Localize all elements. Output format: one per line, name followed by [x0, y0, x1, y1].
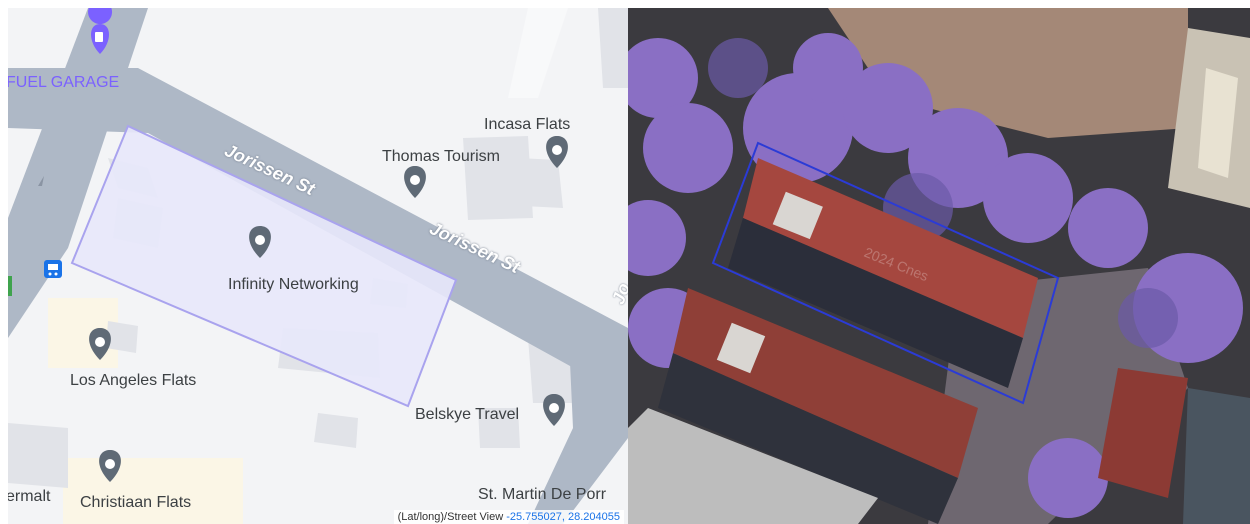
bus-stop-icon[interactable] [44, 260, 62, 278]
coordinates-value[interactable]: -25.755027, 28.204055 [506, 511, 620, 523]
satellite-canvas [628, 8, 1250, 524]
one-way-arrow-icon [38, 176, 44, 186]
location-pin-icon[interactable] [546, 136, 568, 168]
fuel-pin-icon[interactable] [88, 8, 113, 54]
place-label-thomas-tourism[interactable]: Thomas Tourism [382, 148, 500, 165]
location-pin-icon[interactable] [89, 328, 111, 360]
roads [8, 8, 628, 524]
tree-canopy [628, 33, 1243, 518]
place-label-belskye-travel[interactable]: Belskye Travel [415, 406, 520, 423]
location-pin-icon[interactable] [99, 450, 121, 482]
place-label-incasa-flats[interactable]: Incasa Flats [484, 116, 571, 133]
coordinates-readout: (Lat/long)/Street View -25.755027, 28.20… [393, 510, 624, 524]
location-pin-icon[interactable] [249, 226, 271, 258]
place-label-infinity-networking[interactable]: Infinity Networking [228, 276, 359, 293]
map-view[interactable]: Jorissen St Jorissen St Jo FUEL GARAGE I… [8, 8, 628, 524]
coordinates-prefix: (Lat/long)/Street View [397, 511, 507, 523]
place-label-los-angeles-flats[interactable]: Los Angeles Flats [70, 372, 197, 389]
place-label-st-martin[interactable]: St. Martin De Porr [478, 486, 607, 503]
satellite-view[interactable]: 2024 Cnes [628, 8, 1250, 524]
highlighted-parcel[interactable] [70, 124, 458, 408]
place-label-edge-left: ermalt [8, 488, 51, 505]
place-label-fuel-garage[interactable]: FUEL GARAGE [8, 74, 120, 91]
location-pin-icon[interactable] [543, 394, 565, 426]
place-label-christiaan-flats[interactable]: Christiaan Flats [80, 494, 192, 511]
parcel-outline[interactable] [711, 141, 1060, 405]
location-pin-icon[interactable] [404, 166, 426, 198]
map-canvas [8, 8, 628, 524]
